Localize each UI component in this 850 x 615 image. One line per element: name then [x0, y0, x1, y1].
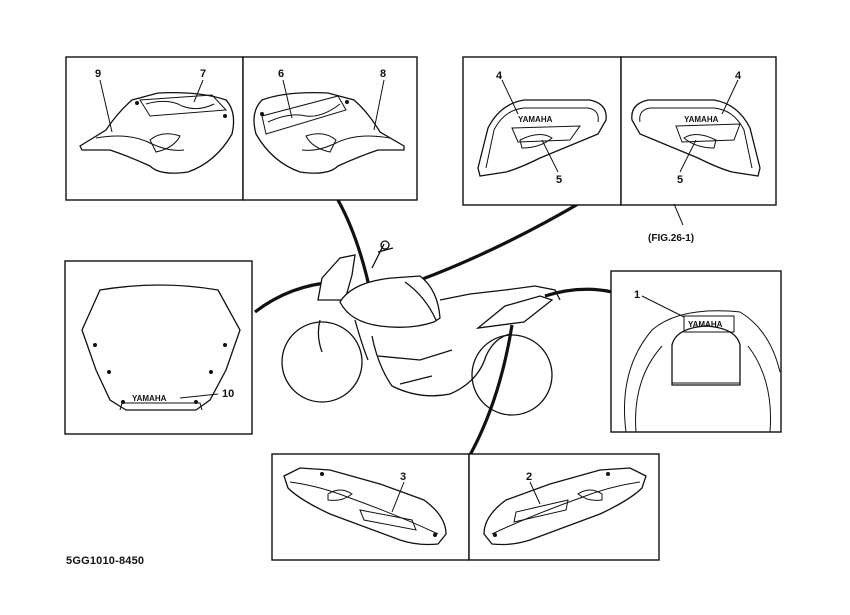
callout-10: 10	[222, 388, 234, 400]
panel-side-cover-left	[271, 453, 470, 561]
figure-reference: (FIG.26-1)	[648, 233, 694, 244]
panel-tail-top	[610, 270, 782, 433]
panel-windscreen	[64, 260, 253, 435]
brand-text-tail: YAMAHA	[688, 320, 723, 329]
brand-text-tank-right: YAMAHA	[684, 115, 719, 124]
panel-side-cover-right	[468, 453, 660, 561]
callout-6: 6	[278, 68, 284, 80]
panel-tank-right	[620, 56, 777, 206]
panel-front-cowl-left	[65, 56, 244, 201]
brand-text-windscreen: YAMAHA	[132, 394, 167, 403]
callout-7: 7	[200, 68, 206, 80]
document-id: 5GG1010-8450	[66, 555, 145, 567]
callout-5-left: 5	[556, 174, 562, 186]
callout-2: 2	[526, 471, 532, 483]
figure-ref-leader	[673, 203, 684, 226]
callout-5-right: 5	[677, 174, 683, 186]
panel-front-cowl-right	[242, 56, 418, 201]
callout-9: 9	[95, 68, 101, 80]
panel-tank-left	[462, 56, 622, 206]
callout-1: 1	[634, 289, 640, 301]
brand-text-tank-left: YAMAHA	[518, 115, 553, 124]
callout-8: 8	[380, 68, 386, 80]
callout-3: 3	[400, 471, 406, 483]
callout-4-left: 4	[496, 70, 503, 82]
motorcycle-outline	[281, 240, 561, 416]
callout-4-right: 4	[735, 70, 742, 82]
connector-lines	[254, 198, 613, 456]
